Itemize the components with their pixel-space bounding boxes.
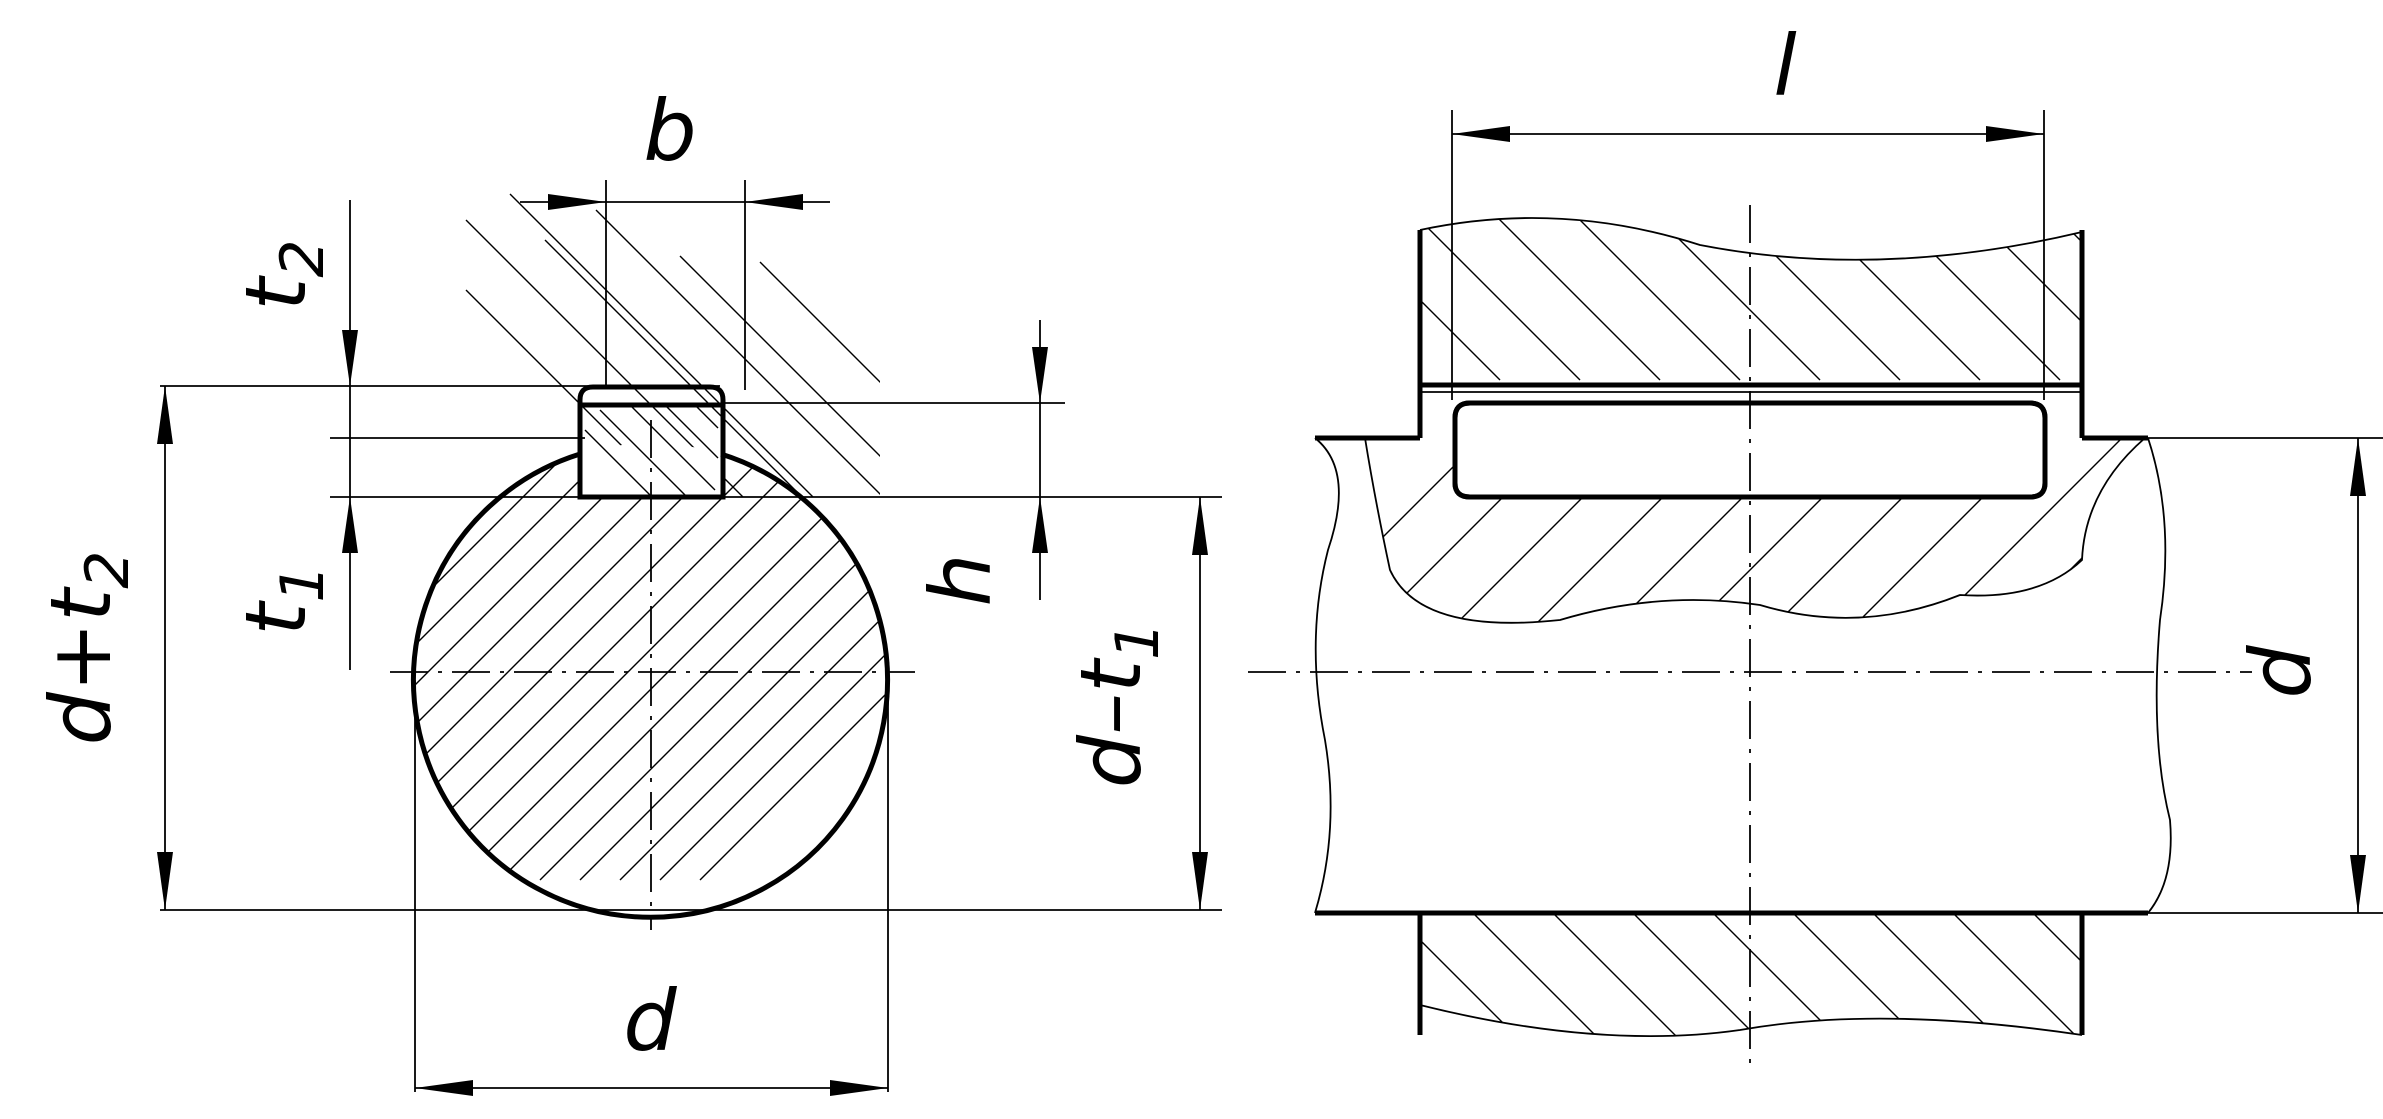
key-hatching <box>584 404 719 496</box>
label-d-plus-t2-sub: 2 <box>73 551 143 589</box>
side-hub-top-hatching <box>1420 218 2082 381</box>
label-t2-sub: 2 <box>268 239 338 277</box>
label-h-group: h <box>912 553 1010 606</box>
label-t2-group: t2 <box>227 239 338 310</box>
key-outline <box>577 384 726 500</box>
side-hub-top-break <box>1419 217 2083 261</box>
cross-section-view: b t2 t1 d+t2 h <box>32 82 1222 1096</box>
label-l: l <box>1773 17 1796 115</box>
arrow-t2-down <box>342 330 358 386</box>
svg-text:t1: t1 <box>227 564 338 635</box>
arrow-b-right <box>745 194 803 210</box>
arrow-d-side-down <box>2350 855 2366 913</box>
arrow-d-side-up <box>2350 438 2366 496</box>
arrow-h-up <box>1032 497 1048 553</box>
side-view: l d <box>1248 17 2383 1070</box>
label-t1-group: t1 <box>227 564 338 635</box>
side-shaft-hatch-boundary <box>1364 437 2146 624</box>
arrow-t1-up <box>342 497 358 553</box>
arrow-d-minus-t1-down <box>1192 852 1208 910</box>
arrow-d-minus-t1-up <box>1192 497 1208 555</box>
label-b: b <box>643 82 696 180</box>
label-d-section: d <box>623 972 677 1070</box>
svg-text:t2: t2 <box>227 239 338 310</box>
arrow-d-plus-t2-up <box>157 386 173 444</box>
arrow-d-plus-t2-down <box>157 852 173 910</box>
label-t1-sub: 1 <box>268 564 338 602</box>
label-d-plus-t2: d+t <box>32 586 130 746</box>
label-d-side: d <box>2232 645 2330 699</box>
label-t2: t <box>227 275 325 311</box>
side-shaft-right-break <box>2147 437 2172 914</box>
arrow-d-section-left <box>415 1080 473 1096</box>
label-t1: t <box>227 600 325 636</box>
hub-hatching <box>465 193 880 497</box>
label-d-side-group: d <box>2232 645 2330 699</box>
side-shaft-left-break <box>1314 437 1340 914</box>
arrow-l-left <box>1452 126 1510 142</box>
arrow-b-left <box>548 194 606 210</box>
arrow-l-right <box>1986 126 2044 142</box>
label-d-minus-t1-sub: 1 <box>1103 622 1173 660</box>
shaft-hatching <box>413 454 888 881</box>
side-hub-bottom-hatching <box>1420 913 2082 1037</box>
arrow-h-down <box>1032 347 1048 403</box>
label-d-minus-t1: d–t <box>1062 657 1160 788</box>
label-d-minus-t1-group: d–t1 <box>1062 622 1173 788</box>
svg-text:d+t2: d+t2 <box>32 551 143 746</box>
side-key-fill <box>1462 410 2038 490</box>
side-hub-bottom-break <box>1419 1004 2083 1038</box>
label-h: h <box>912 553 1010 606</box>
svg-text:d–t1: d–t1 <box>1062 622 1173 788</box>
label-d-plus-t2-group: d+t2 <box>32 551 143 746</box>
side-key-outline-top <box>1452 400 2048 500</box>
arrow-d-section-right <box>830 1080 888 1096</box>
